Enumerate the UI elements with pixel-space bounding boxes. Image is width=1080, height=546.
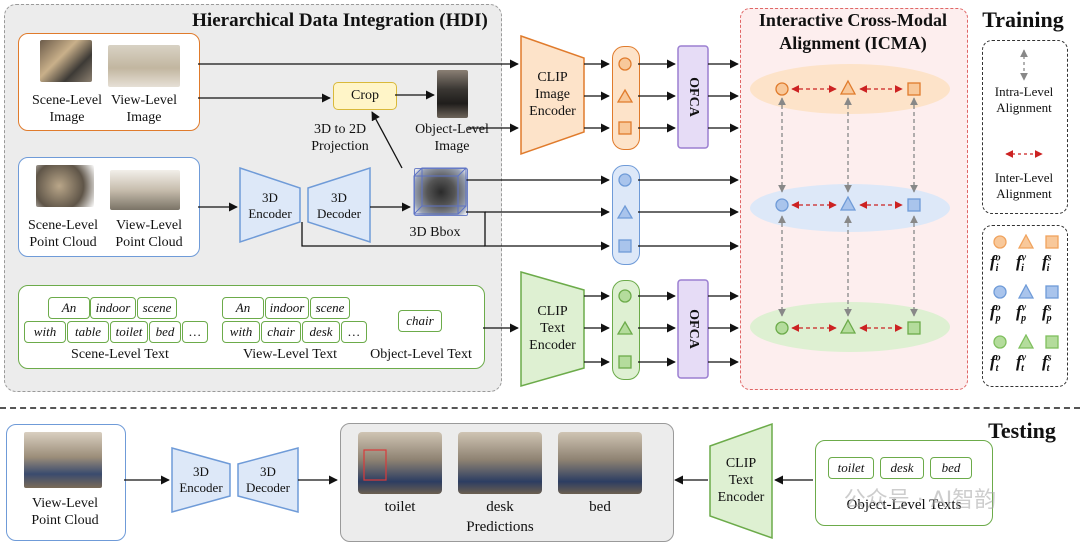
- scene-word: An: [48, 297, 90, 319]
- clip-text-encoder-shape: [520, 271, 585, 387]
- feature-legend: [982, 225, 1068, 387]
- test-decoder-3d-shape: [237, 447, 299, 513]
- view-word: …: [341, 321, 367, 343]
- ofca-text-label: OFCA: [686, 309, 702, 349]
- scene-word: indoor: [90, 297, 136, 319]
- scene-word: scene: [137, 297, 177, 319]
- feature-square-icon: [1045, 285, 1059, 299]
- scene-word: toilet: [110, 321, 148, 343]
- test-view-pc-thumb: [24, 432, 102, 488]
- test-clip-text-encoder-shape: [709, 422, 773, 540]
- feature-circle-icon: [993, 335, 1007, 349]
- predictions-label: Predictions: [466, 519, 534, 535]
- encoder-3d-shape: [239, 166, 301, 244]
- view-word: chair: [261, 321, 301, 343]
- feature-square-icon: [1045, 335, 1059, 349]
- feature-symbol-label: fsp: [1042, 302, 1052, 325]
- bbox-label: 3D Bbox: [409, 225, 461, 240]
- scene-pc-thumb: [36, 165, 94, 207]
- feature-triangle-icon: [1018, 334, 1034, 349]
- prediction-label: bed: [589, 499, 611, 515]
- object-word: chair: [398, 310, 442, 332]
- view-word: An: [222, 297, 264, 319]
- ofca-image-shape: [677, 45, 709, 149]
- icma-title-line2: Alignment (ICMA): [779, 33, 927, 53]
- watermark: 公众号 · AI智韵: [843, 488, 997, 513]
- feature-symbol-label: foi: [990, 252, 1001, 275]
- feature-symbol-label: fvp: [1016, 302, 1027, 325]
- view-text-label: View-Level Text: [243, 347, 337, 362]
- feature-circle-icon: [993, 235, 1007, 249]
- bbox-wireframe: [413, 167, 467, 215]
- test-text-panel: [815, 440, 993, 526]
- view-word: indoor: [265, 297, 309, 319]
- feature-triangle-icon: [1018, 284, 1034, 299]
- scene-word: with: [24, 321, 66, 343]
- test-object-word: toilet: [828, 457, 874, 479]
- feature-legend-grid: foi fvi fsi fop fvp fsp fot fvt fst: [986, 232, 1064, 382]
- prediction-label: desk: [486, 499, 514, 515]
- feature-symbol-label: fvt: [1016, 352, 1027, 375]
- view-word: scene: [310, 297, 350, 319]
- view-word: desk: [302, 321, 340, 343]
- feature-symbol-label: fop: [990, 302, 1001, 325]
- prediction-thumb: [558, 432, 642, 494]
- training-label: Training: [982, 7, 1064, 32]
- feature-symbol-label: fst: [1042, 352, 1052, 375]
- view-pc-thumb: [110, 170, 180, 210]
- icma-title-line1: Interactive Cross-Modal: [758, 10, 948, 30]
- feature-symbol-label: fsi: [1042, 252, 1052, 275]
- crop-box: Crop: [333, 82, 397, 110]
- testing-label: Testing: [988, 418, 1056, 443]
- section-divider: [0, 407, 1080, 409]
- decoder-3d-shape: [307, 166, 371, 244]
- scene-image-thumb: [40, 40, 92, 82]
- object-image-thumb: [437, 70, 468, 118]
- feature-triangle-icon: [1018, 234, 1034, 249]
- test-object-word: bed: [930, 457, 972, 479]
- feature-circle-icon: [993, 285, 1007, 299]
- prediction-thumb: [458, 432, 542, 494]
- hdi-title: Hierarchical Data Integration (HDI): [192, 10, 488, 31]
- feature-square-icon: [1045, 235, 1059, 249]
- test-object-word: desk: [880, 457, 924, 479]
- feature-symbol-label: fvi: [1016, 252, 1027, 275]
- scene-word: …: [182, 321, 208, 343]
- scene-word: bed: [149, 321, 181, 343]
- ofca-text-shape: [677, 279, 709, 379]
- test-encoder-3d-shape: [171, 447, 231, 513]
- scene-word: table: [67, 321, 109, 343]
- ofca-image-label: OFCA: [686, 77, 702, 117]
- object-text-label: Object-Level Text: [370, 347, 472, 362]
- clip-image-encoder-shape: [520, 34, 585, 156]
- scene-text-label: Scene-Level Text: [71, 347, 169, 362]
- prediction-thumb: [358, 432, 442, 494]
- view-word: with: [222, 321, 260, 343]
- test-object-texts-label: Object-Level Texts: [846, 497, 962, 513]
- feature-symbol-label: fot: [990, 352, 1001, 375]
- view-image-thumb: [108, 45, 180, 87]
- prediction-label: toilet: [384, 499, 416, 515]
